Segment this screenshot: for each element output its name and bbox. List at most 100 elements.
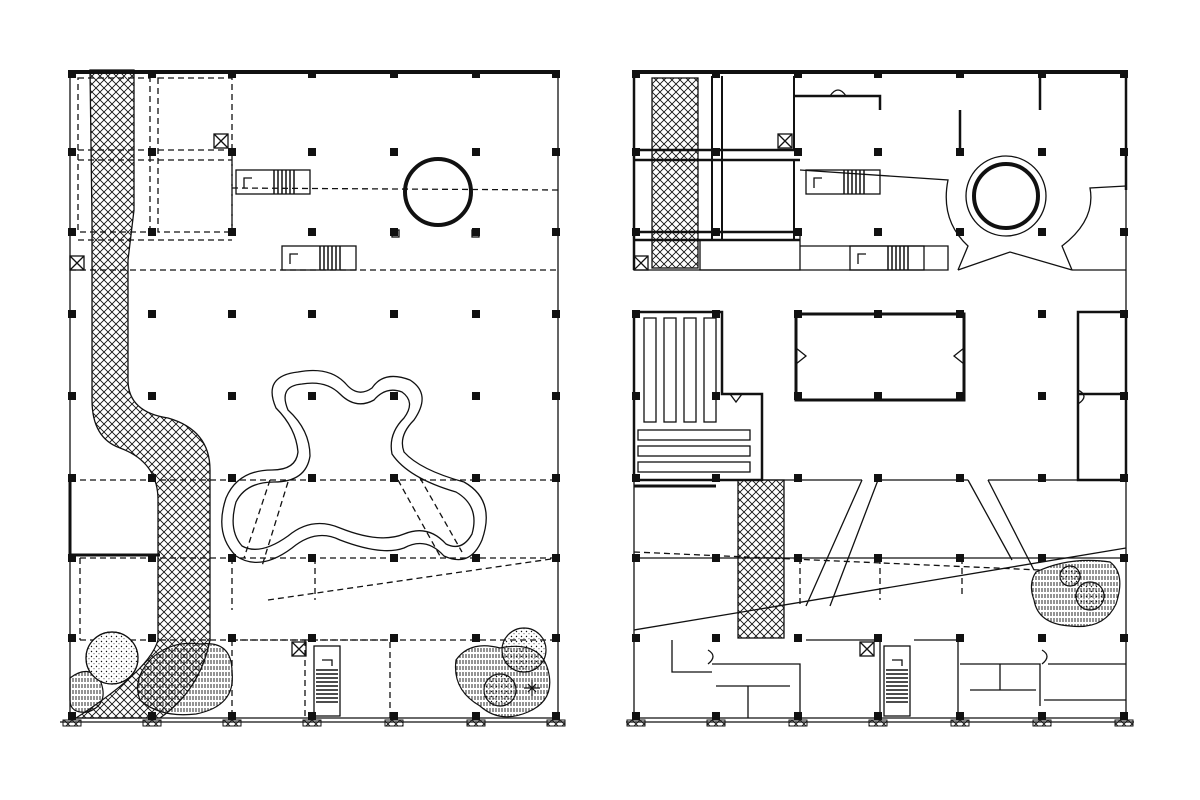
column-icon <box>390 474 398 482</box>
column-icon <box>956 392 964 400</box>
side-room <box>68 480 160 557</box>
tree-icon <box>483 673 517 707</box>
column-icon <box>1038 712 1046 720</box>
upper-room <box>157 77 233 233</box>
column-grid <box>62 70 566 727</box>
column-icon <box>794 70 802 78</box>
column-icon <box>1038 554 1046 562</box>
column-icon <box>148 554 156 562</box>
column-icon <box>632 634 640 642</box>
column-icon <box>632 310 640 318</box>
floor-line <box>799 558 963 608</box>
stair-icon <box>849 245 925 271</box>
column-icon <box>148 712 156 720</box>
column-icon <box>956 148 964 156</box>
footing-icon <box>466 719 486 727</box>
corridor-line <box>699 232 801 271</box>
column-icon <box>68 392 76 400</box>
plan-right <box>626 70 1134 727</box>
column-icon <box>632 148 640 156</box>
shaft-icon <box>213 133 229 149</box>
column-icon <box>228 148 236 156</box>
footing-icon <box>868 719 888 727</box>
footing-icon <box>142 719 162 727</box>
column-icon <box>552 392 560 400</box>
column-icon <box>552 474 560 482</box>
footing-icon <box>62 719 82 727</box>
footing-icon <box>546 719 566 727</box>
floor-line <box>231 187 559 191</box>
column-icon <box>472 148 480 156</box>
column-icon <box>472 474 480 482</box>
column-icon <box>712 712 720 720</box>
column-icon <box>1038 228 1046 236</box>
column-icon <box>874 554 882 562</box>
column-icon <box>68 310 76 318</box>
stair-icon <box>805 169 881 195</box>
column-icon <box>68 148 76 156</box>
column-icon <box>712 148 720 156</box>
column-icon <box>308 474 316 482</box>
stair-icon <box>313 645 341 717</box>
column-icon <box>472 554 480 562</box>
column-icon <box>874 474 882 482</box>
column-icon <box>712 310 720 318</box>
clover-pool-inner <box>232 382 475 550</box>
column-icon <box>228 228 236 236</box>
door-swing-icon <box>829 89 847 97</box>
column-icon <box>308 70 316 78</box>
column-icon <box>552 70 560 78</box>
column-icon <box>1120 70 1128 78</box>
column-icon <box>552 228 560 236</box>
shrub-area <box>69 670 104 713</box>
column-icon <box>68 228 76 236</box>
column-icon <box>148 228 156 236</box>
lower-rooms <box>231 639 391 718</box>
column-icon <box>148 634 156 642</box>
column-icon <box>1120 228 1128 236</box>
column-icon <box>1120 554 1128 562</box>
column-icon <box>1038 148 1046 156</box>
shrub-area <box>137 642 233 716</box>
column-icon <box>472 310 480 318</box>
ramp-line <box>633 551 1041 571</box>
column-icon <box>794 474 802 482</box>
atrium-plaza <box>957 251 1073 271</box>
column-icon <box>794 148 802 156</box>
column-icon <box>148 474 156 482</box>
column-icon <box>632 712 640 720</box>
clover-pool-outer <box>221 369 487 563</box>
column-icon <box>68 554 76 562</box>
column-icon <box>874 712 882 720</box>
lower-rooms <box>960 663 1126 706</box>
column-icon <box>308 712 316 720</box>
column-icon <box>794 310 802 318</box>
lower-rooms <box>806 639 959 718</box>
column-icon <box>552 148 560 156</box>
column-icon <box>956 228 964 236</box>
column-icon <box>1038 634 1046 642</box>
column-icon <box>552 634 560 642</box>
atrium-plaza <box>799 169 1127 271</box>
outer-wall <box>632 72 1128 480</box>
column-icon <box>956 310 964 318</box>
column-icon <box>228 712 236 720</box>
column-icon <box>552 712 560 720</box>
footing-icon <box>302 719 322 727</box>
column-icon <box>390 70 398 78</box>
column-icon <box>1120 310 1128 318</box>
column-icon <box>308 392 316 400</box>
column-icon <box>472 70 480 78</box>
column-icon <box>390 392 398 400</box>
footing-icon <box>222 719 242 727</box>
column-icon <box>148 392 156 400</box>
round-atrium <box>972 162 1040 230</box>
shaft-icon <box>859 641 875 657</box>
hatched-strip <box>651 77 699 269</box>
stair-icon <box>281 245 357 271</box>
column-icon <box>308 228 316 236</box>
column-icon <box>228 554 236 562</box>
display-room <box>634 310 764 482</box>
